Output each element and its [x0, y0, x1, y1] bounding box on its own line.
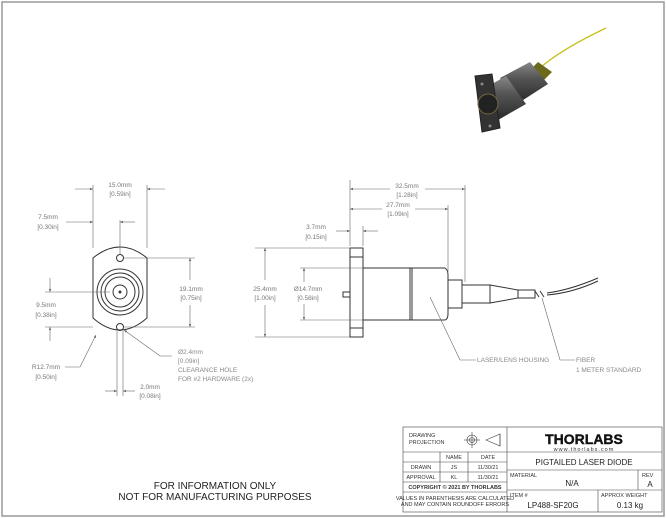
notice-line-2: NOT FOR MANUFACTURING PURPOSES	[118, 492, 311, 503]
dim-flange-mm: 3.7mm	[306, 224, 326, 231]
dim-body-dia-in: [0.58in]	[297, 295, 319, 302]
copyright: COPYRIGHT © 2021 BY THORLABS	[408, 484, 502, 491]
dim-hole-dia-in: [0.09in]	[178, 358, 200, 365]
drawing-title: PIGTAILED LASER DIODE	[535, 458, 632, 467]
rev-label: REV	[642, 473, 654, 479]
drawn-label: DRAWN	[411, 465, 432, 471]
rev-value: A	[647, 480, 653, 489]
dim-width-in: [0.59in]	[109, 191, 131, 198]
item-number: LP488-SF20G	[527, 501, 578, 510]
product-3d-render	[474, 27, 607, 133]
dim-total-mm: 32.5mm	[395, 183, 418, 190]
dim-radius-in: [0.50in]	[35, 374, 57, 381]
dim-body-dia-mm: Ø14.7mm	[294, 286, 323, 293]
projection-label-1: DRAWING	[409, 433, 435, 439]
dim-hole-spacing-in: [0.75in]	[180, 295, 202, 302]
dim-housing-in: [1.09in]	[387, 211, 409, 218]
dim-hole-w-mm: 2.0mm	[140, 384, 160, 391]
hole-note-1: CLEARANCE HOLE	[178, 367, 238, 374]
approval-label: APPROVAL	[406, 475, 435, 481]
dim-total-in: [1.28in]	[396, 192, 418, 199]
weight-label: APPROX WEIGHT	[601, 493, 648, 499]
thorlabs-logo: THORLABS	[545, 431, 623, 447]
dim-housing-mm: 27.7mm	[386, 202, 409, 209]
website: www.thorlabs.com	[553, 447, 615, 453]
front-view: 15.0mm [0.59in] 7.5mm [0.30in] 19.1mm [0…	[32, 182, 253, 400]
notice-line-1: FOR INFORMATION ONLY	[154, 481, 277, 492]
values-note-2: AND MAY CONTAIN ROUNDOFF ERRORS	[401, 502, 510, 508]
dim-height-mm: 25.4mm	[253, 286, 276, 293]
fiber-label-1: FIBER	[576, 357, 595, 364]
col-name: NAME	[446, 455, 462, 461]
dim-hole-w-in: [0.08in]	[139, 393, 161, 400]
fiber-label-2: 1 METER STANDARD	[576, 367, 642, 374]
third-angle-projection-icon	[464, 432, 501, 448]
dim-height-in: [1.00in]	[254, 295, 276, 302]
dim-hole-spacing-mm: 19.1mm	[179, 286, 202, 293]
dim-center-mm: 9.5mm	[36, 302, 56, 309]
material-value: N/A	[565, 479, 579, 488]
dim-offset-mm: 7.5mm	[38, 214, 58, 221]
hole-note-2: FOR #2 HARDWARE (2x)	[178, 376, 253, 383]
item-label: ITEM #	[510, 493, 529, 499]
dim-center-in: [0.38in]	[35, 312, 57, 319]
col-date: DATE	[481, 455, 496, 461]
weight-value: 0.13 kg	[617, 501, 643, 510]
side-view: 25.4mm [1.00in] Ø14.7mm [0.58in] 3.7mm […	[253, 180, 642, 374]
approval-name: KL	[451, 475, 458, 481]
dim-width-mm: 15.0mm	[108, 182, 131, 189]
dim-radius-mm: R12.7mm	[32, 364, 60, 371]
projection-label-2: PROJECTION	[409, 440, 444, 446]
dim-offset-in: [0.30in]	[37, 224, 59, 231]
dim-hole-dia-mm: Ø2.4mm	[178, 349, 203, 356]
drawn-name: JS	[451, 465, 458, 471]
values-note-1: VALUES IN PARENTHESIS ARE CALCULATED	[396, 496, 514, 502]
approval-date: 11/30/21	[477, 475, 498, 481]
fiber-cable	[539, 27, 607, 69]
material-label: MATERIAL	[510, 473, 537, 479]
title-block: DRAWING PROJECTION NAME DATE DRAWN JS 11…	[396, 426, 663, 513]
dim-flange-in: [0.15in]	[305, 234, 327, 241]
drawn-date: 11/30/21	[477, 465, 498, 471]
housing-label: LASER/LENS HOUSING	[477, 357, 549, 364]
